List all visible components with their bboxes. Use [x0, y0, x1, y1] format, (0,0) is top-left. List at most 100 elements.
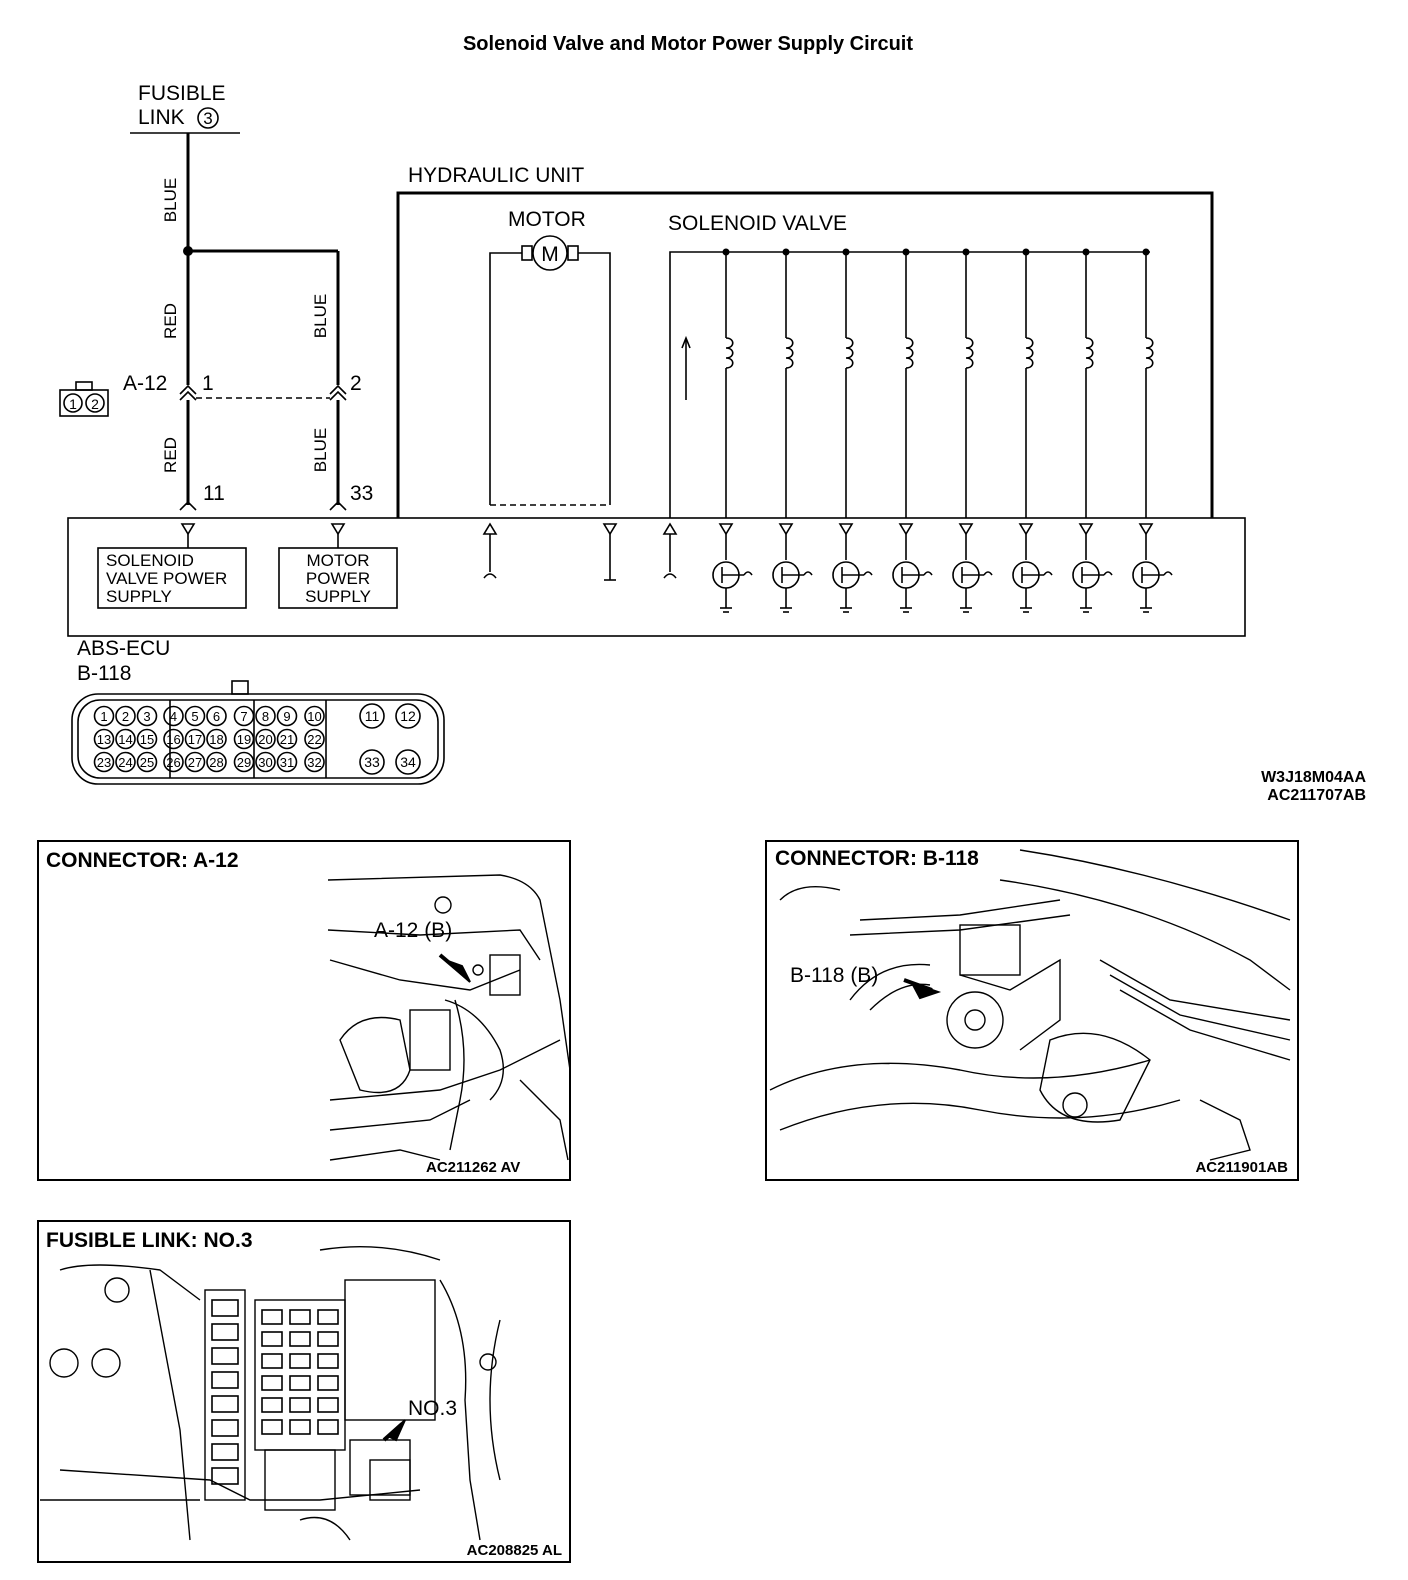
solenoid-power-box	[97, 547, 247, 609]
fuse-slot	[211, 1395, 239, 1413]
b118-pin-25: 25	[136, 751, 158, 773]
connector-a12-pin2: 2	[350, 372, 362, 395]
solenoid-common-bus	[669, 251, 1150, 518]
svg-text:28: 28	[209, 755, 223, 770]
svg-text:4: 4	[170, 709, 177, 724]
solenoid-coil-5	[962, 248, 974, 518]
svg-text:30: 30	[258, 755, 272, 770]
transistor-4	[892, 523, 933, 613]
transistor-1	[712, 523, 753, 613]
fusible-link-number: 3	[203, 109, 212, 128]
b118-pin-8: 8	[255, 705, 276, 727]
svg-text:20: 20	[258, 732, 272, 747]
fuse-slot	[211, 1299, 239, 1317]
ecu-input-solenoid	[180, 523, 196, 548]
b118-pin-15: 15	[136, 728, 158, 750]
diagram-code-2: AC211707AB	[1267, 787, 1366, 804]
transistor-5	[952, 523, 993, 613]
svg-text:15: 15	[140, 732, 154, 747]
b118-pin-27: 27	[184, 751, 206, 773]
panel-fuse-callout: NO.3	[408, 1397, 457, 1420]
svg-text:7: 7	[240, 709, 247, 724]
fuse-slot	[261, 1353, 283, 1369]
b118-pin-1: 1	[93, 705, 115, 727]
panel-connector-b118: CONNECTOR: B-118 B-118 (B) AC211901AB	[765, 840, 1299, 1181]
svg-text:27: 27	[188, 755, 202, 770]
abs-ecu-box	[67, 517, 1246, 637]
diagram-title: Solenoid Valve and Motor Power Supply Ci…	[463, 33, 913, 55]
panel-fuse-title: FUSIBLE LINK: NO.3	[46, 1229, 253, 1252]
panel-b118-title: CONNECTOR: B-118	[775, 847, 979, 870]
motor-symbol	[489, 235, 611, 506]
fuse-slot	[261, 1375, 283, 1391]
fuse-slot	[289, 1419, 311, 1435]
ecu-input-motor	[330, 523, 346, 548]
fuse-slot	[317, 1353, 339, 1369]
svg-text:31: 31	[280, 755, 294, 770]
b118-pin-21: 21	[276, 728, 298, 750]
b118-pin-16: 16	[163, 728, 184, 750]
fuse-slot	[317, 1375, 339, 1391]
hydraulic-unit-box	[396, 191, 1214, 518]
panel-fuse-code: AC208825 AL	[467, 1542, 562, 1559]
svg-text:2: 2	[122, 709, 129, 724]
svg-text:1: 1	[100, 709, 107, 724]
solenoid-coil-2	[782, 248, 794, 518]
svg-text:26: 26	[166, 755, 180, 770]
motor-symbol-letter: M	[541, 243, 559, 266]
fuse-slot	[289, 1375, 311, 1391]
transistor-6	[1012, 523, 1053, 613]
b118-pin-28: 28	[206, 751, 227, 773]
motor-label: MOTOR	[508, 208, 586, 231]
connector-a12-name: A-12	[123, 372, 167, 395]
svg-text:13: 13	[97, 732, 111, 747]
connector-a12-symbol	[179, 384, 347, 401]
solenoid-coil-7	[1082, 248, 1094, 518]
svg-text:32: 32	[307, 755, 321, 770]
b118-pin-19: 19	[233, 728, 255, 750]
fuse-slot	[317, 1419, 339, 1435]
svg-text:6: 6	[213, 709, 220, 724]
fuse-slot	[211, 1419, 239, 1437]
fuse-slot	[211, 1467, 239, 1485]
svg-text:23: 23	[97, 755, 111, 770]
ecu-input-motor-minus	[602, 523, 618, 581]
panel-b118-callout: B-118 (B)	[790, 964, 878, 987]
fuse-slot	[289, 1397, 311, 1413]
solenoid-power-line1: SOLENOID	[106, 551, 194, 570]
solenoid-power-line2: VALVE POWER	[106, 569, 227, 588]
fusible-link-number-circle	[197, 107, 219, 129]
connector-a12-icon-pin2: 2	[91, 396, 99, 412]
motor-power-box	[278, 547, 398, 609]
panel-connector-a12: CONNECTOR: A-12 A-12 (B) AC211262 AV	[37, 840, 571, 1181]
b118-pin-7: 7	[233, 705, 255, 727]
panel-a12-title: CONNECTOR: A-12	[46, 849, 239, 872]
fuse-slot	[211, 1347, 239, 1365]
terminal-11-mark	[179, 500, 197, 511]
transistor-8	[1132, 523, 1173, 613]
svg-text:9: 9	[283, 709, 290, 724]
fuse-slot	[261, 1331, 283, 1347]
ecu-name: ABS-ECU	[77, 637, 170, 660]
svg-text:3: 3	[143, 709, 150, 724]
connector-a12-icon: 1 2	[59, 381, 109, 417]
svg-text:22: 22	[307, 732, 321, 747]
solenoid-coil-6	[1022, 248, 1034, 518]
b118-pin-29: 29	[233, 751, 255, 773]
b118-pin-13: 13	[93, 728, 115, 750]
b118-pin-4: 4	[163, 705, 184, 727]
b118-pin-33: 33	[359, 749, 385, 775]
svg-text:16: 16	[166, 732, 180, 747]
b118-pin-6: 6	[206, 705, 227, 727]
b118-pin-2: 2	[115, 705, 136, 727]
svg-text:29: 29	[237, 755, 251, 770]
solenoid-valve-label: SOLENOID VALVE	[668, 212, 847, 235]
svg-text:18: 18	[209, 732, 223, 747]
svg-text:10: 10	[307, 709, 321, 724]
wire-color-blue-upper: BLUE	[311, 294, 330, 338]
solenoid-coil-4	[902, 248, 914, 518]
transistor-7	[1072, 523, 1113, 613]
svg-text:24: 24	[118, 755, 132, 770]
transistor-2	[772, 523, 813, 613]
